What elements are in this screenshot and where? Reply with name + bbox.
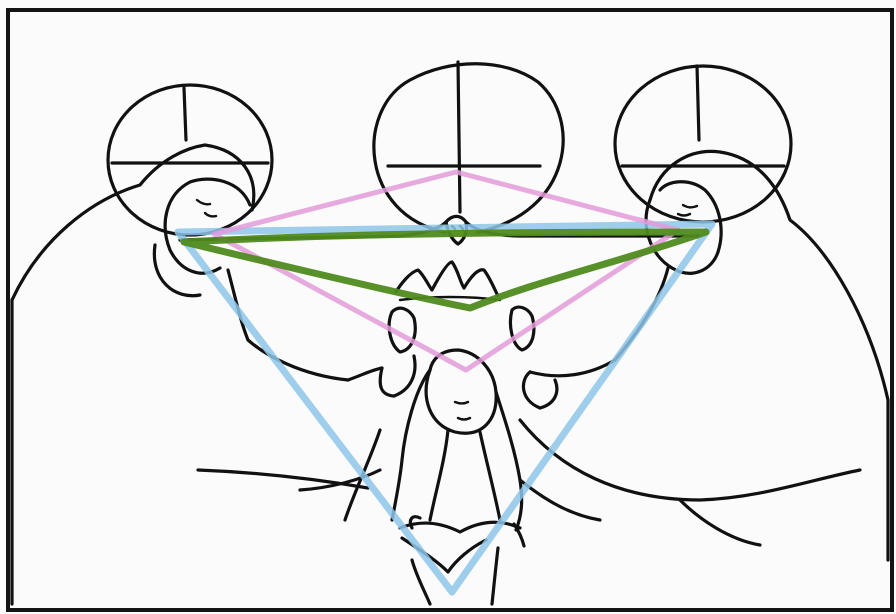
center-halo xyxy=(374,62,563,232)
left-figure xyxy=(12,145,415,604)
central-figure xyxy=(300,350,600,604)
pink-diamond-overlay xyxy=(214,172,678,370)
right-halo xyxy=(615,66,791,222)
right-figure xyxy=(520,151,888,560)
blue-triangle-overlay xyxy=(178,224,712,592)
crowning-hands xyxy=(389,307,534,352)
left-halo xyxy=(108,85,272,235)
